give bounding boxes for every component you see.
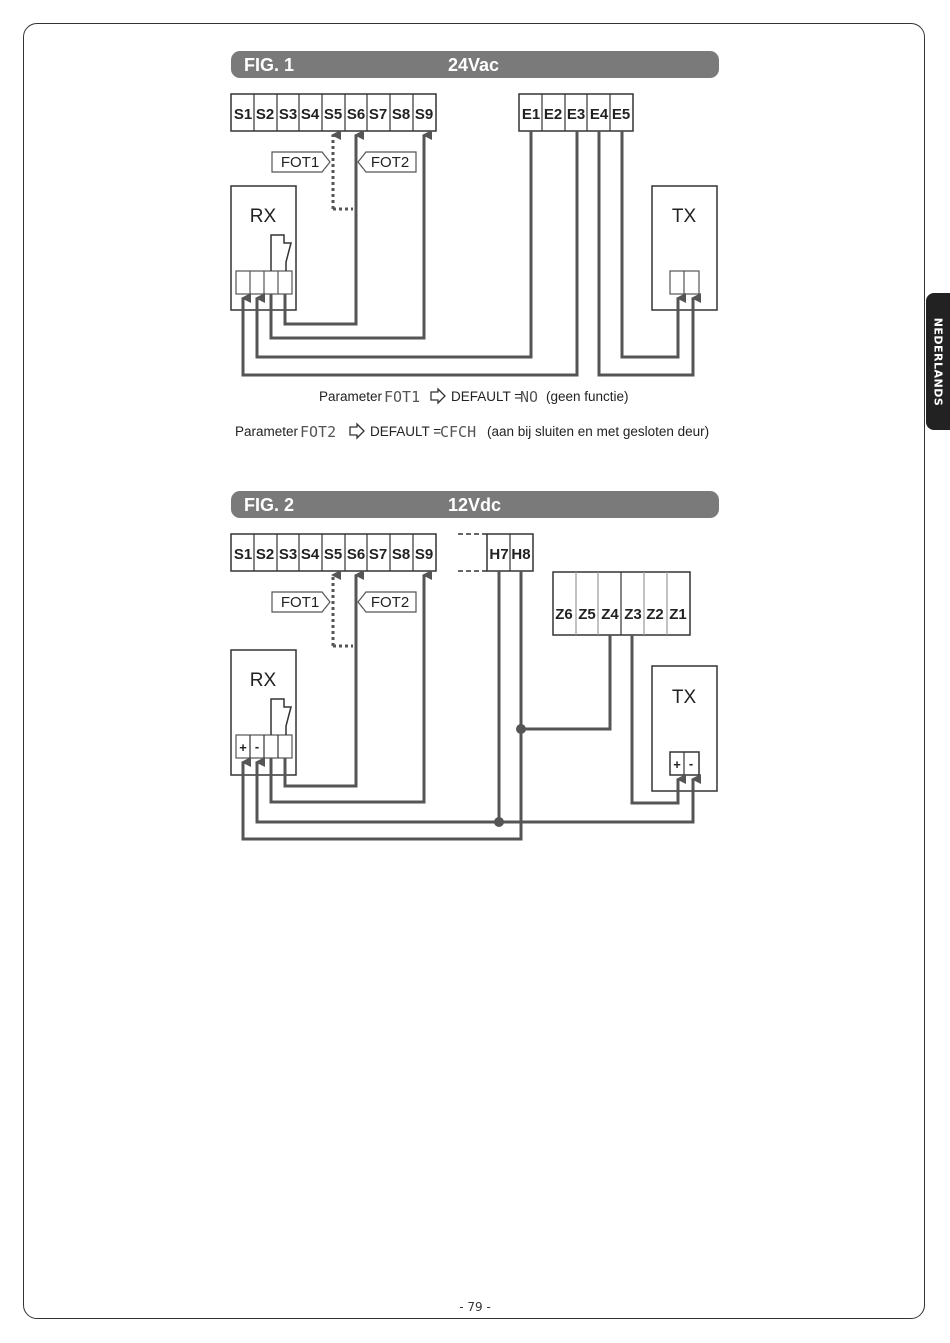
- fot2-tag: FOT2: [357, 591, 417, 613]
- terminal-label: H7: [489, 546, 508, 563]
- terminal-label: E4: [590, 106, 609, 123]
- terminal-label: Z6: [555, 606, 573, 623]
- fot1-label: FOT1: [281, 154, 319, 171]
- terminal-label: S4: [301, 546, 320, 563]
- param-value: NO: [520, 388, 538, 406]
- terminal-label: E2: [544, 106, 562, 123]
- terminal-label: S2: [256, 546, 274, 563]
- terminal-label: S3: [279, 106, 297, 123]
- fig2-z-terminal-block: Z6 Z5 Z4 Z3 Z2 Z1: [552, 571, 691, 636]
- terminal-label: S5: [324, 106, 342, 123]
- plus-label: +: [239, 740, 247, 755]
- terminal-label: S1: [234, 546, 252, 563]
- rx-label: RX: [250, 670, 277, 691]
- terminal-label: S6: [347, 106, 365, 123]
- relay-contact-icon: [270, 698, 292, 735]
- terminal-label: S5: [324, 546, 342, 563]
- fot1-tag: FOT1: [271, 151, 331, 173]
- fig1-title: FIG. 1: [244, 55, 294, 75]
- minus-label: -: [689, 756, 693, 771]
- param-default: DEFAULT =: [370, 424, 441, 439]
- param-name: FOT1: [384, 388, 420, 406]
- fig2-h-terminal-block: H7 H8: [458, 533, 534, 572]
- rx-device: RX + -: [230, 649, 297, 776]
- param-note: (aan bij sluiten en met gesloten deur): [487, 424, 709, 439]
- terminal-label: H8: [511, 546, 530, 563]
- language-tab: NEDERLANDS: [926, 293, 950, 430]
- terminal-label: S3: [279, 546, 297, 563]
- terminal-label: Z5: [578, 606, 596, 623]
- page-frame: [23, 23, 925, 1319]
- terminal-label: S1: [234, 106, 252, 123]
- fot2-label: FOT2: [371, 154, 409, 171]
- terminal-label: S6: [347, 546, 365, 563]
- tx-label: TX: [672, 206, 697, 227]
- terminal-label: E5: [612, 106, 630, 123]
- terminal-label: E1: [522, 106, 540, 123]
- page-number: - 79 -: [459, 1300, 491, 1314]
- fig1-wires: [241, 130, 701, 377]
- plus-label: +: [673, 757, 681, 772]
- param-prefix: Parameter: [319, 389, 383, 404]
- fot2-label: FOT2: [371, 594, 409, 611]
- relay-contact-icon: [270, 234, 292, 271]
- terminal-label: Z4: [601, 606, 619, 623]
- fig2-voltage: 12Vdc: [448, 495, 501, 515]
- fig2-title: FIG. 2: [244, 495, 294, 515]
- figure-2: FIG. 2 12Vdc S1 S2 S3 S4 S5 S6 S7 S8 S9: [230, 491, 719, 841]
- tx-label: TX: [672, 687, 697, 708]
- fig1-voltage: 24Vac: [448, 55, 499, 75]
- fig1-e-terminal-block: E1 E2 E3 E4 E5: [518, 93, 634, 132]
- param-note-2: Parameter FOT2 DEFAULT = CFCH (aan bij s…: [235, 422, 709, 441]
- fig2-wires: [241, 570, 701, 841]
- minus-label: -: [255, 739, 259, 754]
- terminal-label: S8: [392, 106, 410, 123]
- param-note-1: Parameter FOT1 DEFAULT = NO (geen functi…: [319, 387, 629, 406]
- fig1-header-bar: [231, 51, 719, 78]
- terminal-label: Z3: [624, 606, 642, 623]
- param-note: (geen functie): [546, 389, 629, 404]
- rx-label: RX: [250, 206, 277, 227]
- param-prefix: Parameter: [235, 424, 299, 439]
- terminal-label: S7: [369, 546, 387, 563]
- junction-dot: [494, 817, 504, 827]
- terminal-label: E3: [567, 106, 585, 123]
- junction-dot: [516, 724, 526, 734]
- terminal-label: S8: [392, 546, 410, 563]
- figure-1: FIG. 1 24Vac S1 S2 S3 S4 S5 S6 S7 S8 S9: [230, 51, 719, 441]
- terminal-label: Z1: [669, 606, 687, 623]
- param-name: FOT2: [300, 423, 336, 441]
- fot1-label: FOT1: [281, 594, 319, 611]
- fot1-tag: FOT1: [271, 591, 331, 613]
- tx-device: TX + -: [651, 665, 718, 792]
- terminal-label: S2: [256, 106, 274, 123]
- param-value: CFCH: [440, 423, 476, 441]
- fig2-header-bar: [231, 491, 719, 518]
- fig1-s-terminal-block: S1 S2 S3 S4 S5 S6 S7 S8 S9: [230, 93, 437, 132]
- tx-device: TX: [651, 185, 718, 311]
- terminal-label: S9: [415, 546, 433, 563]
- terminal-label: S9: [415, 106, 433, 123]
- rx-device: RX: [230, 185, 297, 311]
- terminal-label: S4: [301, 106, 320, 123]
- fig2-s-terminal-block: S1 S2 S3 S4 S5 S6 S7 S8 S9: [230, 533, 437, 572]
- fot2-tag: FOT2: [357, 151, 417, 173]
- arrow-outline-icon: [430, 387, 446, 405]
- param-default: DEFAULT =: [451, 389, 522, 404]
- terminal-label: S7: [369, 106, 387, 123]
- terminal-label: Z2: [646, 606, 664, 623]
- arrow-outline-icon: [349, 422, 365, 440]
